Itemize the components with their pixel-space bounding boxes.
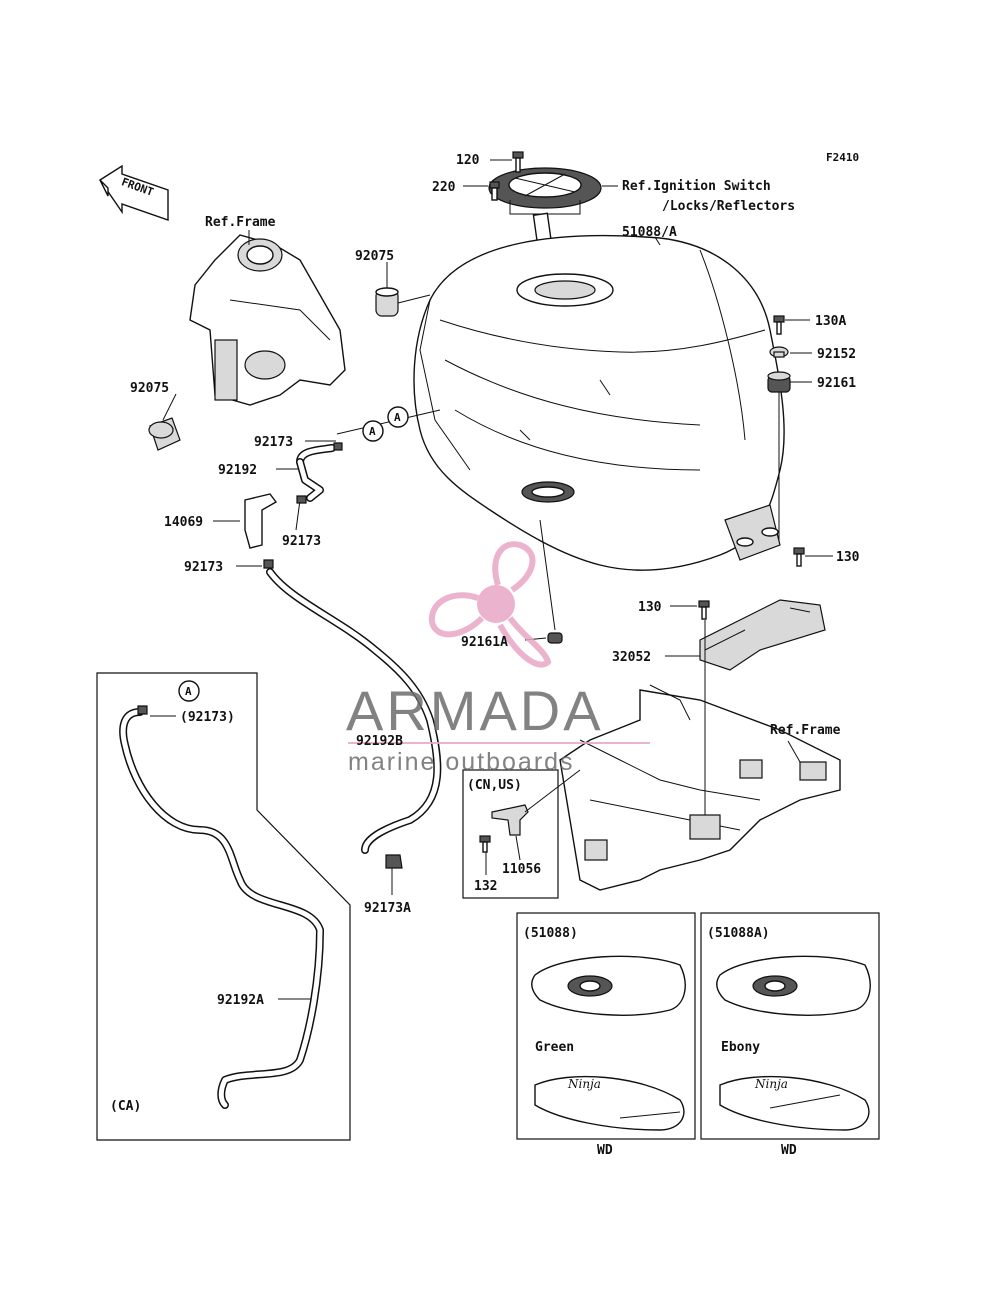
label-92173-a: 92173 bbox=[254, 435, 293, 450]
ref-a-1: A bbox=[362, 420, 384, 442]
label-130-right: 130 bbox=[836, 550, 860, 565]
part-labels: 120 220 Ref.Ignition Switch /Locks/Refle… bbox=[110, 153, 860, 1158]
label-92173-b: 92173 bbox=[282, 534, 321, 549]
label-ref-frame-bottom: Ref.Frame bbox=[770, 723, 841, 738]
clip-92173a[interactable] bbox=[385, 854, 403, 869]
tank-logo-ebony: Ninja bbox=[754, 1077, 788, 1091]
tank-logo-green: Ninja bbox=[567, 1077, 601, 1091]
label-130a: 130A bbox=[815, 314, 846, 329]
label-14069: 14069 bbox=[164, 515, 203, 530]
damper-92075-left[interactable] bbox=[148, 417, 181, 451]
bolt-130-right[interactable] bbox=[793, 547, 805, 567]
damper-92161[interactable] bbox=[767, 371, 791, 393]
label-51088a: 51088/A bbox=[622, 225, 677, 240]
label-ca-92192a: 92192A bbox=[217, 993, 264, 1008]
label-220: 220 bbox=[432, 180, 456, 195]
label-132: 132 bbox=[474, 879, 497, 894]
damper-92161a[interactable] bbox=[547, 632, 563, 644]
label-ca-92173: (92173) bbox=[180, 710, 235, 725]
collar-92152[interactable] bbox=[769, 346, 789, 358]
frame-top-left bbox=[189, 234, 346, 406]
fuel-tank[interactable] bbox=[413, 234, 785, 571]
label-var1-color: Green bbox=[535, 1040, 574, 1055]
label-cnus-tag: (CN,US) bbox=[467, 778, 522, 793]
bolt-120[interactable] bbox=[512, 151, 524, 173]
front-arrow-icon: FRONT bbox=[99, 164, 169, 221]
label-92161: 92161 bbox=[817, 376, 856, 391]
label-92152: 92152 bbox=[817, 347, 856, 362]
diagram-code: F2410 bbox=[826, 151, 859, 164]
svg-text:A: A bbox=[369, 425, 376, 438]
ref-a-2: A bbox=[387, 406, 409, 428]
label-var2-color: Ebony bbox=[721, 1040, 760, 1055]
variant-51088a: Ninja bbox=[700, 912, 880, 1140]
bolt-130-mid[interactable] bbox=[698, 600, 710, 620]
svg-text:A: A bbox=[185, 685, 192, 698]
fitting-14069[interactable] bbox=[244, 493, 278, 549]
label-92075-left: 92075 bbox=[130, 381, 169, 396]
bolt-130a[interactable] bbox=[773, 315, 785, 335]
label-32052: 32052 bbox=[612, 650, 651, 665]
label-ref-ignition-1: Ref.Ignition Switch bbox=[622, 179, 771, 194]
ca-inset bbox=[96, 672, 351, 1141]
clamp-92173-mid[interactable] bbox=[296, 495, 307, 504]
clamp-92173-top[interactable] bbox=[333, 442, 343, 451]
label-92161a: 92161A bbox=[461, 635, 508, 650]
cnus-inset bbox=[462, 769, 581, 899]
label-92192b: 92192B bbox=[356, 734, 403, 749]
label-ref-ignition-2: /Locks/Reflectors bbox=[662, 199, 795, 214]
label-var2-code: (51088A) bbox=[707, 926, 770, 941]
variant-51088: Ninja bbox=[516, 912, 696, 1140]
label-92173-c: 92173 bbox=[184, 560, 223, 575]
hose-92192b[interactable] bbox=[266, 568, 442, 854]
bracket-32052[interactable] bbox=[699, 599, 826, 671]
ref-a-3: A bbox=[178, 680, 200, 702]
label-var1-code: (51088) bbox=[523, 926, 578, 941]
hose-92192[interactable] bbox=[296, 444, 336, 502]
frame-bottom-right bbox=[559, 684, 841, 891]
label-92075-top: 92075 bbox=[355, 249, 394, 264]
leader-lines bbox=[150, 159, 833, 1000]
label-ref-frame-top: Ref.Frame bbox=[205, 215, 276, 230]
label-11056: 11056 bbox=[502, 862, 541, 877]
propeller-icon bbox=[428, 541, 552, 668]
svg-text:A: A bbox=[394, 411, 401, 424]
label-ca-tag: (CA) bbox=[110, 1099, 141, 1114]
label-92173a: 92173A bbox=[364, 901, 411, 916]
armada-watermark: ARMADA marine outboards bbox=[346, 541, 650, 776]
watermark-brand: ARMADA bbox=[346, 679, 604, 742]
damper-92075-top[interactable] bbox=[375, 287, 399, 317]
label-120: 120 bbox=[456, 153, 480, 168]
label-var1-wd: WD bbox=[597, 1143, 613, 1158]
label-130-mid: 130 bbox=[638, 600, 662, 615]
clamp-92173-low[interactable] bbox=[263, 559, 274, 569]
watermark-tagline: marine outboards bbox=[348, 748, 575, 776]
label-var2-wd: WD bbox=[781, 1143, 797, 1158]
screw-220[interactable] bbox=[489, 181, 500, 201]
label-92192: 92192 bbox=[218, 463, 257, 478]
